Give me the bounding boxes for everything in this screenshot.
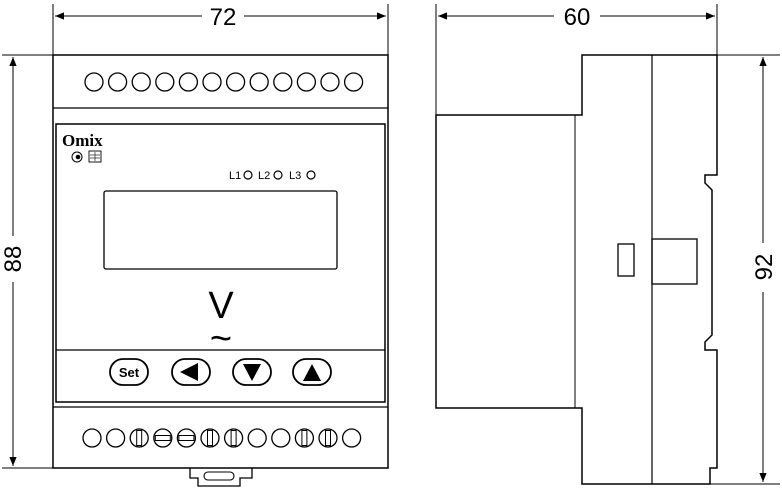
down-button[interactable] bbox=[232, 358, 272, 386]
latch-slot bbox=[617, 243, 635, 277]
depth-dimension-label: 60 bbox=[564, 4, 591, 31]
terminal-empty bbox=[273, 72, 293, 92]
led-l1 bbox=[243, 170, 253, 180]
unit-ac-symbol: ~ bbox=[210, 318, 232, 360]
terminal-empty bbox=[84, 72, 104, 92]
terminal-empty bbox=[225, 72, 246, 92]
terminal-empty bbox=[249, 72, 269, 92]
set-button[interactable]: Set bbox=[109, 358, 149, 386]
terminal-empty bbox=[107, 72, 128, 92]
terminal-empty bbox=[105, 428, 126, 448]
side-profile-outline bbox=[435, 54, 718, 485]
display-window bbox=[103, 190, 338, 270]
set-button-label: Set bbox=[119, 365, 140, 380]
terminal-empty bbox=[320, 72, 340, 92]
terminal-empty bbox=[178, 72, 199, 92]
terminal-empty bbox=[247, 428, 267, 448]
bottom-terminal-block bbox=[82, 428, 362, 448]
up-button[interactable] bbox=[292, 358, 332, 386]
unit-label: V bbox=[208, 285, 234, 327]
terminal-empty bbox=[296, 72, 317, 92]
arrow-left-icon bbox=[180, 363, 198, 381]
housing-outline bbox=[52, 54, 389, 469]
terminal-screw-vertical bbox=[223, 428, 244, 448]
din-rail-clip bbox=[651, 238, 698, 285]
din-clip bbox=[189, 468, 253, 487]
led-l3 bbox=[306, 170, 316, 180]
terminal-empty bbox=[82, 428, 102, 448]
top-terminal-block bbox=[84, 72, 364, 92]
terminal-screw-vertical bbox=[129, 428, 149, 448]
terminal-screw-vertical bbox=[318, 428, 338, 448]
terminal-empty bbox=[343, 72, 364, 92]
terminal-empty bbox=[271, 428, 291, 448]
terminal-screw-horizontal bbox=[153, 428, 173, 448]
side-view: 60 92 bbox=[435, 4, 780, 485]
width-dimension-label: 72 bbox=[210, 4, 237, 31]
terminal-empty bbox=[155, 72, 175, 92]
side-height-dimension-label: 92 bbox=[751, 254, 778, 281]
terminal-empty bbox=[341, 428, 362, 448]
left-button[interactable] bbox=[171, 358, 211, 386]
front-height-dimension-label: 88 bbox=[0, 246, 27, 273]
terminal-screw-vertical bbox=[200, 428, 220, 448]
terminal-screw-horizontal bbox=[176, 428, 197, 448]
arrow-up-icon bbox=[303, 364, 321, 381]
led-label-l2: L2 bbox=[258, 170, 270, 182]
terminal-empty bbox=[131, 72, 151, 92]
terminal-empty bbox=[202, 72, 222, 92]
calibration-mark-icon bbox=[88, 150, 102, 163]
arrow-down-icon bbox=[243, 364, 261, 381]
led-label-l1: L1 bbox=[229, 170, 241, 182]
terminal-screw-vertical bbox=[294, 428, 315, 448]
front-panel bbox=[55, 123, 386, 403]
brand-logo: Omix bbox=[62, 131, 103, 150]
front-view: 72 88 Omix L1 L2 L3 bbox=[0, 4, 389, 487]
certification-icon bbox=[71, 151, 83, 163]
led-label-l3: L3 bbox=[289, 170, 301, 182]
led-l2 bbox=[273, 170, 283, 180]
